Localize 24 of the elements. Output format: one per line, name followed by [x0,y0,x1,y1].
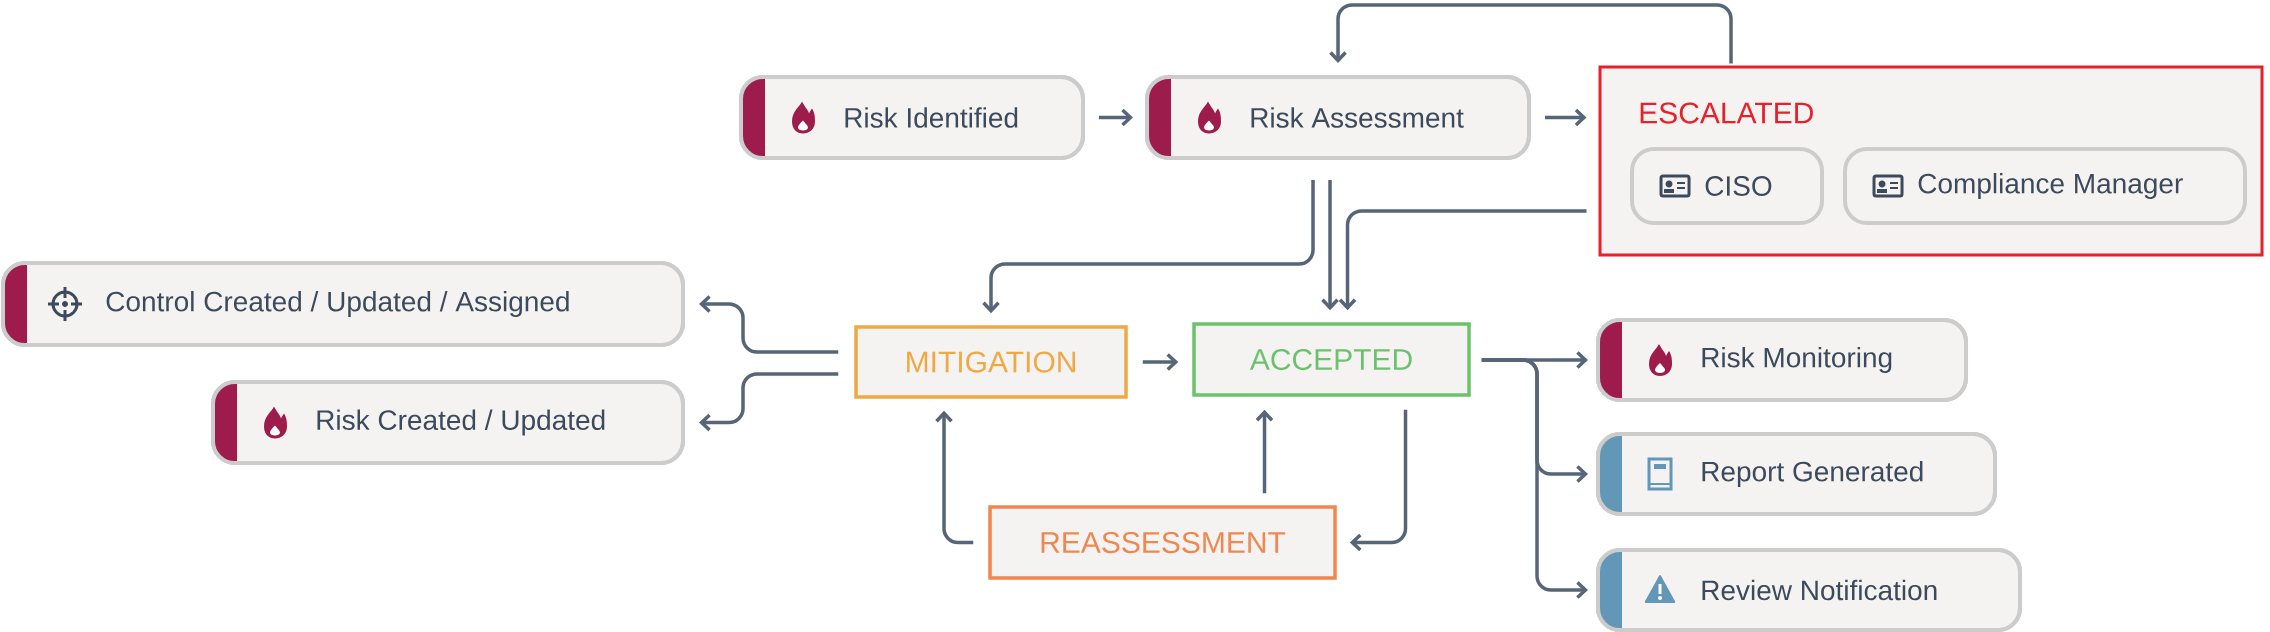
arrow [1338,209,1587,311]
arrow [1255,409,1274,494]
arrow [1329,3,1733,64]
state-box: ACCEPTED [1192,322,1471,397]
arrow [699,295,839,354]
status-card: Risk Identified [739,75,1085,160]
state-box: REASSESSMENT [988,505,1337,580]
status-card: Control Created / Updated / Assigned [1,261,685,347]
status-card: Report Generated [1596,432,1998,516]
arrow [1142,353,1179,371]
arrow [699,372,839,432]
status-card: Risk Monitoring [1596,318,1968,402]
arrow [1321,180,1339,311]
arrow [1545,108,1587,127]
role-card: Compliance Manager [1843,147,2248,225]
status-card: Risk Created / Updated [211,380,685,465]
status-card: Review Notification [1596,548,2023,632]
arrow [1099,108,1134,127]
state-box: MITIGATION [854,325,1128,399]
status-card: Risk Assessment [1145,75,1531,160]
arrow [1481,358,1588,599]
arrow [1349,409,1408,552]
arrow [982,180,1315,314]
role-card: CISO [1630,147,1824,225]
